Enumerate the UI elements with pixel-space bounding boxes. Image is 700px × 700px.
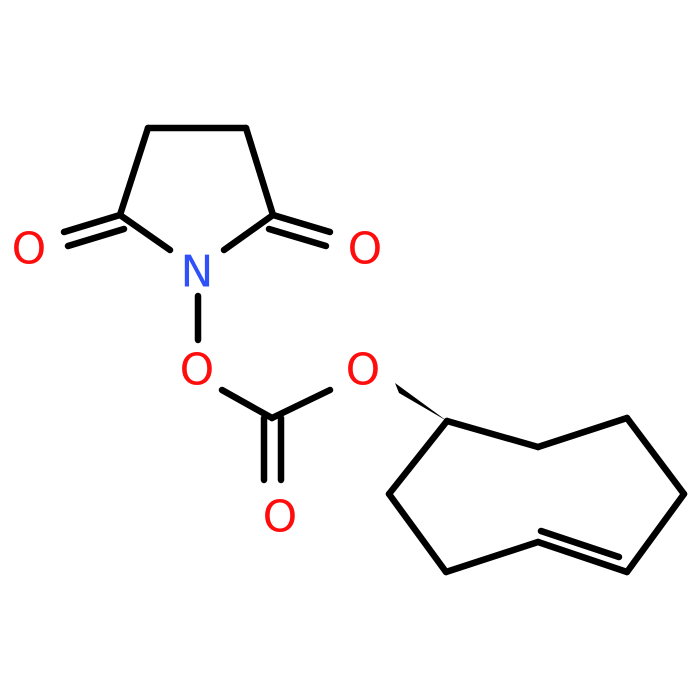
- ring-bond-6: [442, 538, 542, 576]
- bond-o-carbonate-c: [218, 386, 276, 422]
- ring-bond-3: [623, 414, 688, 498]
- atom-n-imide: N: [181, 247, 214, 298]
- atom-labels: O O N O O O: [12, 224, 383, 543]
- bond-left-c-o-b: [64, 225, 128, 250]
- carbonate-linker: [194, 292, 334, 484]
- bond-carbonate-c-o-ester: [268, 386, 334, 422]
- atom-o-ester: O: [346, 345, 381, 396]
- ring-bond-1: [443, 417, 542, 451]
- bond-ch2-right-carbonyl-c: [242, 124, 277, 219]
- atom-o-carbonate-carbonyl: O: [263, 492, 298, 543]
- succinimide-carbonyls: [60, 211, 334, 250]
- ring-bond-4: [623, 490, 688, 576]
- atom-o-right-carbonyl: O: [348, 224, 383, 275]
- atom-o-n-linker: O: [180, 345, 215, 396]
- bond-right-c-o-b: [265, 225, 330, 250]
- cyclooctene-ring: [385, 414, 688, 576]
- bond-left-carbonyl-c-n: [116, 211, 174, 254]
- bond-right-carbonyl-c-n: [220, 211, 277, 254]
- ring-bond-5-double-a: [534, 538, 631, 576]
- bond-ch2-left-carbonyl-c: [116, 124, 152, 219]
- ring-bond-8: [385, 417, 451, 498]
- succinimide-ring: [116, 124, 277, 254]
- stereo-wedge-bond: [395, 383, 447, 421]
- bond-left-c-o-a: [60, 211, 124, 236]
- ring-bond-5-double-b: [537, 527, 623, 561]
- atom-o-left-carbonyl: O: [12, 224, 47, 275]
- ring-bond-2: [534, 414, 631, 451]
- bond-right-c-o-a: [269, 211, 334, 236]
- ring-bond-7: [385, 490, 450, 576]
